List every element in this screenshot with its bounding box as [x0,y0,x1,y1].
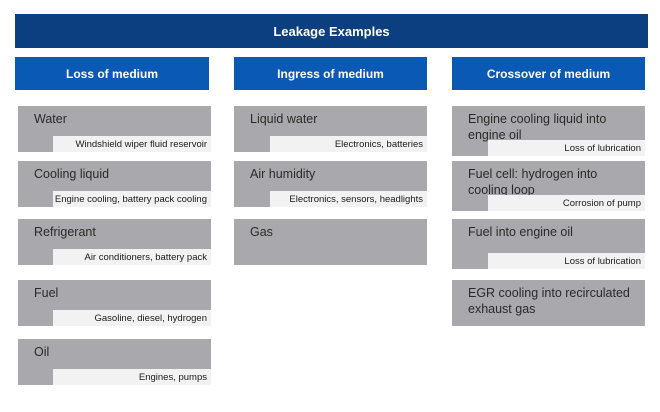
card-label: Air humidity [250,167,316,181]
column-header-loss: Loss of medium [15,57,209,90]
card-sub-label: Electronics, sensors, headlights [270,191,427,207]
column-header-crossover: Crossover of medium [452,57,645,90]
card-label: Cooling liquid [34,167,110,181]
card-sub-label: Loss of lubrication [488,253,645,269]
card-label: Engine cooling liquid into engine oil [468,112,607,142]
card-egr-cooling: EGR cooling into recirculated exhaust ga… [452,280,645,326]
card-air-humidity: Air humidity Electronics, sensors, headl… [234,161,427,207]
card-sub-label: Engines, pumps [53,369,211,385]
card-label: Fuel cell: hydrogen into cooling loop [468,167,598,197]
card-label: Water [34,112,67,126]
card-label: Refrigerant [34,225,96,239]
card-fuel: Fuel Gasoline, diesel, hydrogen [18,280,211,326]
card-oil: Oil Engines, pumps [18,339,211,385]
card-engine-cooling-into-oil: Engine cooling liquid into engine oil Lo… [452,106,645,156]
card-label: Oil [34,345,50,359]
diagram-title: Leakage Examples [15,14,648,48]
card-sub-label: Engine cooling, battery pack cooling [53,191,211,207]
card-label: Gas [250,225,273,239]
card-hydrogen-into-cooling: Fuel cell: hydrogen into cooling loop Co… [452,161,645,211]
card-fuel-into-oil: Fuel into engine oil Loss of lubrication [452,219,645,269]
card-sub-label: Gasoline, diesel, hydrogen [53,310,211,326]
card-label: EGR cooling into recirculated exhaust ga… [468,286,630,316]
card-cooling-liquid: Cooling liquid Engine cooling, battery p… [18,161,211,207]
card-liquid-water: Liquid water Electronics, batteries [234,106,427,152]
card-sub-label: Air conditioners, battery pack [53,249,211,265]
card-sub-label: Loss of lubrication [488,140,645,156]
card-sub-label: Corrosion of pump [488,195,645,211]
card-label: Fuel into engine oil [468,225,573,239]
card-water: Water Windshield wiper fluid reservoir [18,106,211,152]
card-gas: Gas [234,219,427,265]
card-refrigerant: Refrigerant Air conditioners, battery pa… [18,219,211,265]
card-label: Liquid water [250,112,318,126]
card-sub-label: Windshield wiper fluid reservoir [53,136,211,152]
column-header-ingress: Ingress of medium [234,57,427,90]
card-label: Fuel [34,286,59,300]
card-sub-label: Electronics, batteries [270,136,427,152]
